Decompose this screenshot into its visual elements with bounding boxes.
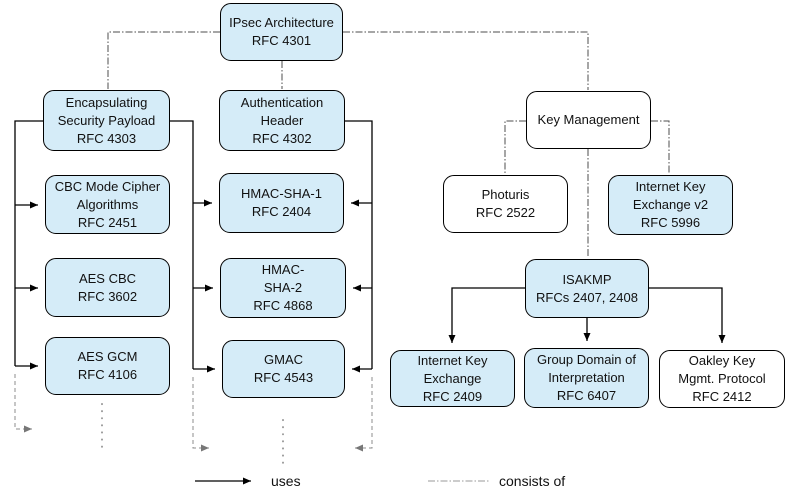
edge-middle-right-continuation: [355, 377, 373, 452]
node-label-line: SHA-2: [263, 280, 303, 295]
node-label-line: AES CBC: [78, 270, 137, 286]
node-label-line: RFC 2404: [251, 204, 312, 219]
node-oakley-key-mgmt-protocol: Oakley Key Mgmt. Protocol RFC 2412: [659, 350, 785, 408]
node-label-line: RFCs 2407, 2408: [536, 289, 638, 305]
edge-keymgmt-ikev2-consists: [651, 120, 670, 174]
node-label-line: Key Management: [537, 112, 640, 127]
node-label-line: RFC 2409: [422, 388, 483, 404]
edge-esp-left-spine: [14, 120, 43, 366]
node-label-line: Interpretation: [548, 370, 625, 385]
node-label-line: GMAC: [264, 352, 303, 367]
node-label-line: Mgmt. Protocol: [678, 371, 766, 386]
node-authentication-header: Authentication Header RFC 4302: [219, 90, 345, 151]
node-label-line: RFC 6407: [556, 388, 617, 403]
node-internet-key-exchange-v2: Internet Key Exchange v2 RFC 5996: [608, 175, 733, 235]
node-label-line: RFC 4302: [252, 130, 312, 146]
node-label-line: Group Domain of: [537, 352, 636, 367]
node-ipsec-architecture: IPsec Architecture RFC 4301: [220, 3, 343, 61]
edge-isakmp-ike-uses: [448, 287, 525, 343]
legend-uses-label: uses: [271, 473, 301, 489]
node-cbc-mode-cipher-algorithms: CBC Mode Cipher Algorithms RFC 2451: [45, 175, 170, 234]
node-label-line: HMAC-SHA-1: [241, 186, 322, 201]
node-label-line: RFC 5996: [640, 215, 701, 230]
node-label-line: RFC 2451: [77, 214, 138, 230]
edge-ipsec-esp-consists: [107, 31, 220, 89]
node-label-line: Security Payload: [57, 112, 156, 128]
node-label-line: Photuris: [481, 187, 530, 202]
node-label-line: Exchange v2: [632, 197, 709, 212]
node-label-line: Encapsulating: [65, 94, 148, 110]
node-label-line: RFC 2522: [475, 205, 536, 220]
node-label-line: RFC 4301: [251, 33, 312, 48]
node-label-line: RFC 2412: [692, 389, 752, 404]
node-isakmp: ISAKMP RFCs 2407, 2408: [525, 259, 649, 318]
node-label-line: RFC 4868: [253, 298, 313, 313]
node-label-line: Internet Key: [635, 179, 706, 194]
node-label-line: Internet Key: [417, 352, 488, 368]
node-label-line: RFC 3602: [77, 288, 138, 304]
node-gmac: GMAC RFC 4543: [222, 340, 345, 398]
node-photuris: Photuris RFC 2522: [443, 175, 568, 233]
node-aes-gcm: AES GCM RFC 4106: [45, 337, 170, 395]
node-key-management: Key Management: [526, 91, 651, 149]
node-label-line: Authentication: [240, 94, 324, 110]
node-label-line: RFC 4303: [76, 130, 137, 146]
node-hmac-sha-1: HMAC-SHA-1 RFC 2404: [219, 173, 344, 233]
node-aes-cbc: AES CBC RFC 3602: [45, 258, 170, 317]
node-label-line: HMAC-: [261, 262, 305, 277]
edge-isakmp-oakley-uses: [649, 287, 726, 343]
node-group-domain-of-interpretation: Group Domain of Interpretation RFC 6407: [524, 348, 649, 408]
legend-consists-of-label: consists of: [499, 473, 566, 489]
node-encapsulating-security-payload: Encapsulating Security Payload RFC 4303: [43, 90, 170, 151]
node-label-line: CBC Mode Cipher: [54, 178, 161, 194]
node-label-line: RFC 4106: [77, 367, 138, 382]
node-hmac-sha-2: HMAC- SHA-2 RFC 4868: [220, 258, 346, 318]
node-label-line: Algorithms: [76, 196, 139, 212]
node-internet-key-exchange: Internet Key Exchange RFC 2409: [390, 350, 515, 407]
node-label-line: Header: [260, 112, 304, 128]
node-label-line: AES GCM: [77, 349, 138, 364]
edge-ah-right-spine: [345, 120, 373, 369]
node-label-line: IPsec Architecture: [229, 15, 334, 30]
edge-middle-left-continuation: [192, 377, 209, 452]
node-label-line: Exchange: [423, 370, 482, 386]
node-label-line: RFC 4543: [253, 370, 314, 385]
node-label-line: Oakley Key: [688, 353, 756, 368]
edge-left-continuation: [14, 374, 32, 433]
edge-ipsec-keymgmt-consists: [343, 31, 589, 90]
node-label-line: ISAKMP: [562, 271, 612, 287]
edge-keymgmt-photuris-consists: [504, 120, 526, 174]
edge-esp-right-spine: [170, 120, 194, 369]
